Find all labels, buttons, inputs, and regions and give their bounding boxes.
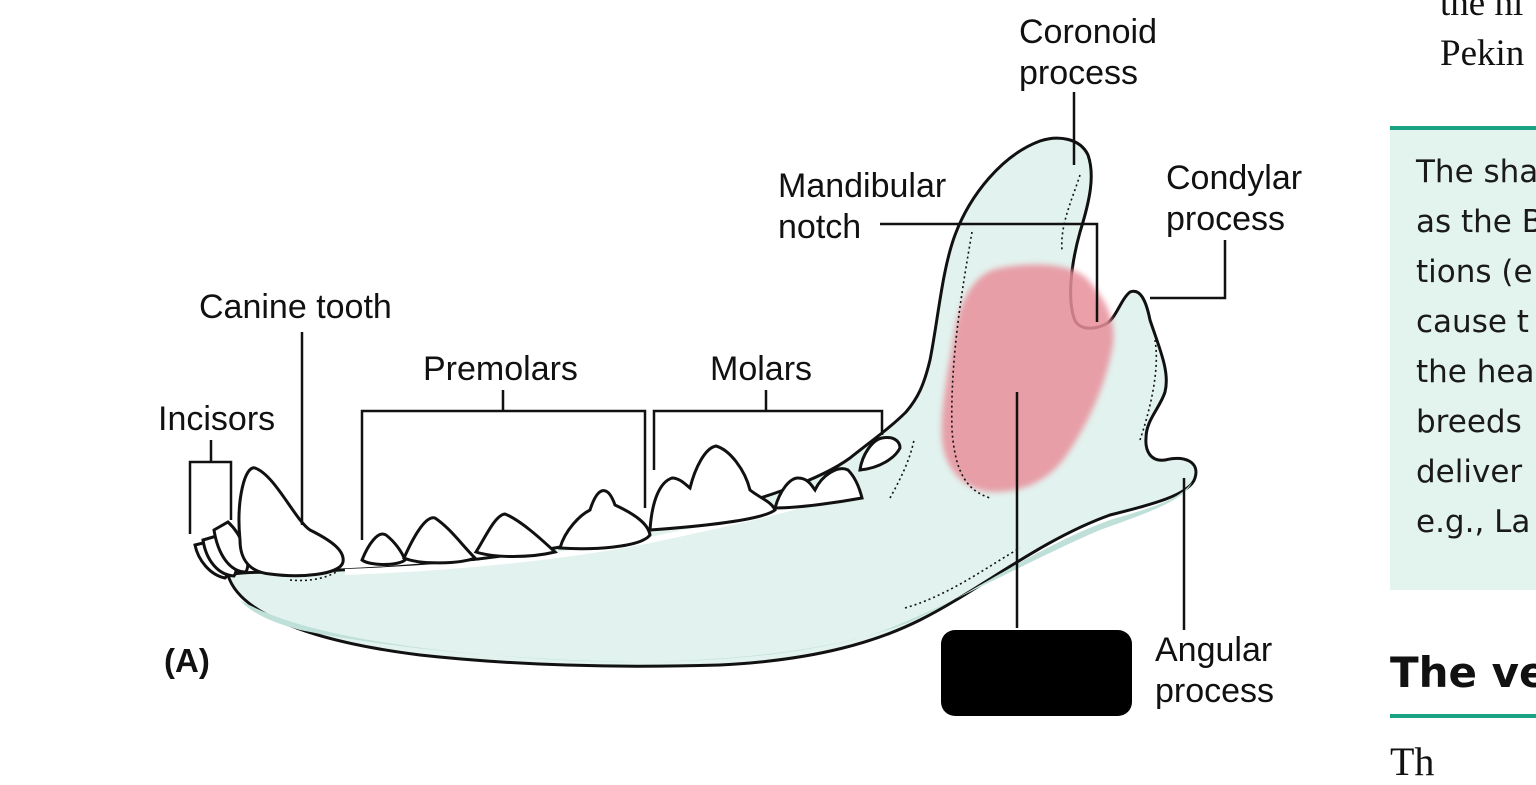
info-box-line: deliver (1416, 454, 1523, 490)
label-molars: Molars (710, 350, 813, 388)
canine-tooth (237, 466, 345, 578)
premolar-teeth (360, 489, 652, 566)
label-angular-process: Angular process (1155, 631, 1275, 710)
dotted-contour-ramus (950, 231, 991, 499)
leader-lines (188, 92, 1227, 630)
redacted-label-box (941, 630, 1132, 716)
mandible-diagram (188, 92, 1227, 668)
info-box-line: the hea (1416, 354, 1535, 390)
label-canine-tooth: Canine tooth (199, 288, 392, 326)
panel-letter: (A) (164, 642, 210, 679)
molar-teeth (648, 436, 902, 532)
info-box-line: as the B (1416, 204, 1536, 240)
heading-rule (1390, 714, 1536, 718)
dotted-contour-condyle (1139, 339, 1158, 441)
info-box-line: tions (e (1416, 254, 1533, 290)
leader-mandibular-notch (880, 222, 1099, 322)
bracket-molars (652, 390, 884, 470)
muscle-highlight (941, 264, 1114, 492)
label-premolars: Premolars (423, 350, 578, 388)
label-incisors: Incisors (158, 400, 276, 438)
body-text-fragment: Th (1390, 739, 1435, 784)
body-text-line-2: Pekin (1440, 33, 1525, 74)
bracket-premolars (360, 390, 647, 540)
info-box-line: e.g., La (1416, 504, 1531, 540)
label-mandibular-notch: Mandibular notch (778, 167, 947, 246)
leader-condylar (1150, 240, 1227, 300)
info-box-line: cause t (1416, 304, 1529, 340)
incisors-teeth (193, 520, 250, 580)
dotted-contour-coronoid (1061, 174, 1081, 251)
section-heading: The ve (1390, 648, 1536, 697)
info-box: The sha as the B tions (e cause t the he… (1390, 126, 1536, 590)
info-box-line: The sha (1416, 154, 1536, 190)
bracket-incisors (188, 440, 233, 534)
body-text-line-1: the hi (1440, 0, 1524, 24)
canine-contour (289, 567, 343, 582)
dotted-contour-base (904, 547, 1021, 609)
dotted-contour-alveolar (889, 439, 915, 499)
label-condylar-process: Condylar process (1166, 159, 1303, 238)
label-coronoid-process: Coronoid process (1019, 13, 1157, 92)
info-box-line: breeds (1416, 404, 1522, 440)
